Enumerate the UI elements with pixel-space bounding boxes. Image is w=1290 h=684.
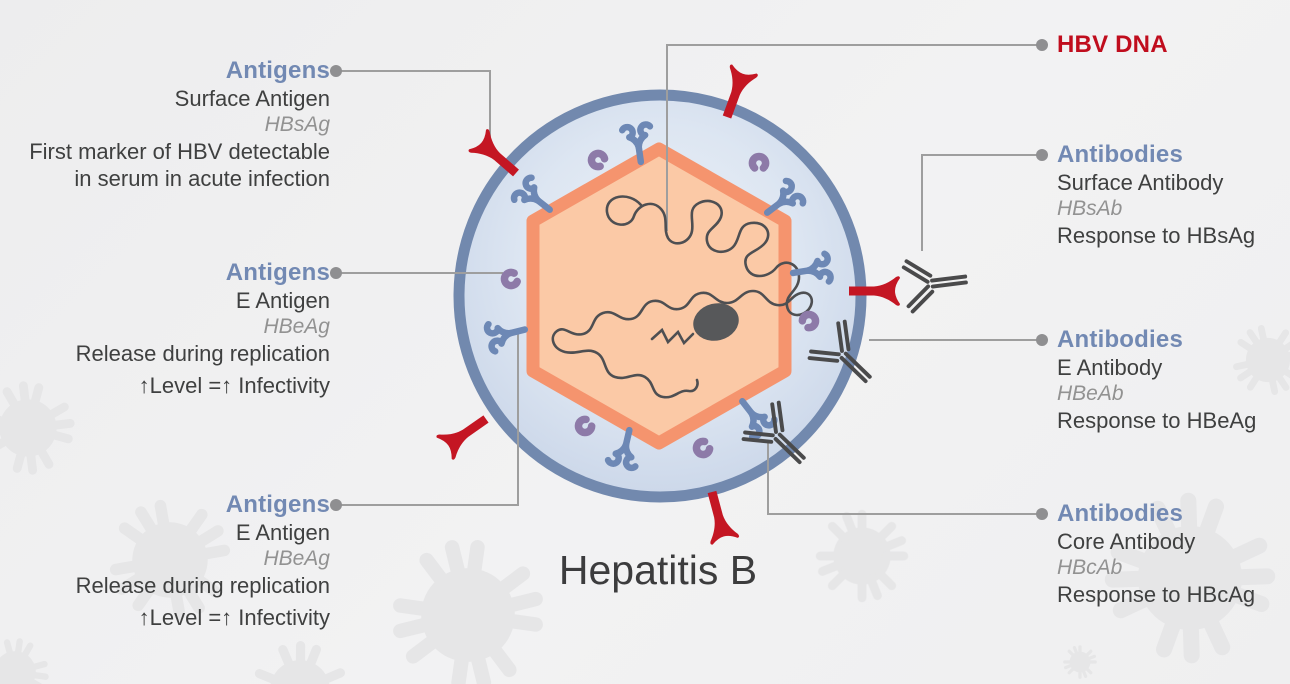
antibody-abbr: HBsAb (1057, 197, 1123, 220)
antibody-desc-line: Response to HBsAg (1057, 223, 1256, 248)
antibody-abbr: HBeAb (1057, 382, 1124, 405)
page-title: Hepatitis B (558, 547, 758, 593)
label-dot (1036, 39, 1048, 51)
antigen-abbr: HBeAg (263, 315, 330, 338)
antigen-desc-line: First marker of HBV detectable (29, 139, 330, 164)
leader-lines (336, 44, 1042, 515)
antibody (901, 252, 971, 314)
surface-antigen-spike (435, 406, 495, 461)
label-dot (330, 65, 342, 77)
label-surface-antigen: Antigens Surface Antigen HBsAg First mar… (29, 57, 330, 192)
label-e-antigen: Antigens E Antigen HBeAg Release during … (76, 259, 330, 399)
antigens-heading: Antigens (225, 491, 330, 518)
leader-line (767, 441, 1042, 515)
label-surface-antibody: Antibodies Surface Antibody HBsAb Respon… (1057, 141, 1255, 249)
leader-line (336, 70, 491, 141)
antigen-name: E Antigen (235, 288, 330, 313)
antigens-heading: Antigens (225, 259, 330, 286)
leader-line (921, 154, 1042, 251)
label-dot (330, 267, 342, 279)
antibodies-heading: Antibodies (1057, 141, 1183, 168)
capsid-hexagon (526, 142, 792, 450)
antigen-name: Surface Antigen (174, 86, 330, 111)
label-dot (1036, 508, 1048, 520)
label-hbv-dna: HBV DNA (1057, 31, 1168, 59)
antigen-desc-line: Release during replication (75, 341, 330, 366)
label-dot (1036, 149, 1048, 161)
antigen-abbr: HBeAg (263, 547, 330, 570)
antigen-desc-line: in serum in acute infection (74, 166, 330, 191)
label-dot (1036, 334, 1048, 346)
antigen-abbr: HBsAg (264, 113, 330, 136)
antigen-name: E Antigen (235, 520, 330, 545)
antibodies-heading: Antibodies (1057, 326, 1183, 353)
hbv-dna-heading: HBV DNA (1057, 31, 1168, 58)
antibody-desc-line: Response to HBeAg (1057, 408, 1257, 433)
antibody-name: Core Antibody (1057, 529, 1196, 554)
antibody-desc-line: Response to HBcAg (1057, 582, 1256, 607)
antibody-name: E Antibody (1057, 355, 1163, 380)
antigen-desc-line: ↑Level =↑ Infectivity (138, 373, 330, 398)
antibodies-heading: Antibodies (1057, 500, 1183, 527)
antigen-desc-line: ↑Level =↑ Infectivity (138, 605, 330, 630)
polymerase (693, 303, 739, 341)
antibody-name: Surface Antibody (1057, 170, 1224, 195)
leader-line (336, 333, 519, 506)
antigens-heading: Antigens (225, 57, 330, 84)
leader-line (666, 44, 1042, 231)
label-dot (330, 499, 342, 511)
dna-strand (551, 195, 814, 399)
label-core-antibody: Antibodies Core Antibody HBcAb Response … (1057, 500, 1255, 608)
label-e-antibody: Antibodies E Antibody HBeAb Response to … (1057, 326, 1256, 434)
label-e-antigen-2: Antigens E Antigen HBeAg Release during … (76, 491, 330, 631)
antibody-abbr: HBcAb (1057, 556, 1123, 579)
label-dots (330, 39, 1048, 520)
antigen-desc-line: Release during replication (75, 573, 330, 598)
